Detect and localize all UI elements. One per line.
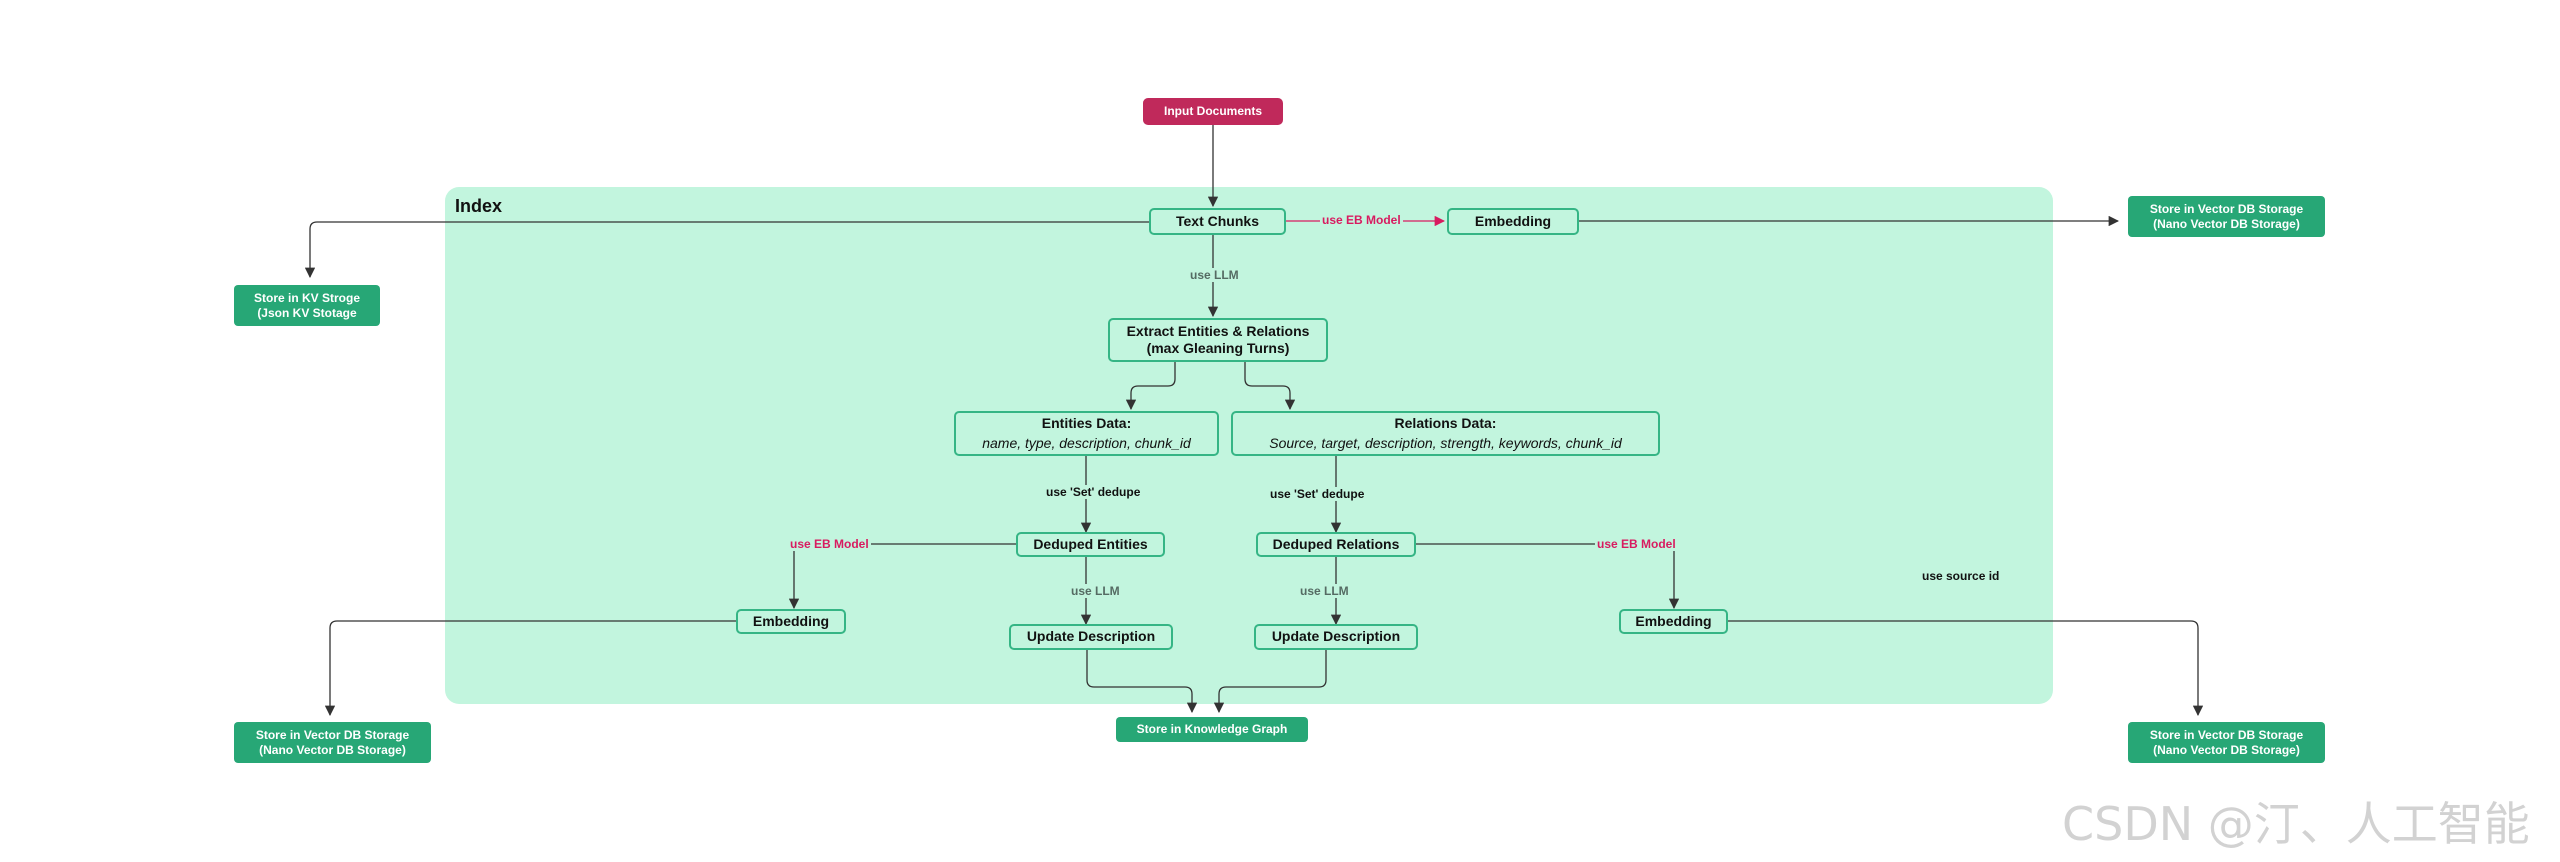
knowledge-graph-node: Store in Knowledge Graph [1116, 717, 1308, 742]
edge-chunks-to-kv [304, 221, 1150, 279]
deduped-relations-node: Deduped Relations [1256, 532, 1416, 557]
edge-deduped-relations-to-embedding [1416, 543, 1680, 610]
edge-update-left-to-kg [1086, 650, 1198, 714]
update-description-right-node: Update Description [1254, 624, 1418, 650]
edge-label-eb-model-right: use EB Model [1595, 537, 1678, 551]
entities-data-node: Entities Data: name, type, description, … [954, 411, 1219, 456]
deduped-relations-label: Deduped Relations [1272, 535, 1400, 552]
entities-data-fields: name, type, description, chunk_id [982, 435, 1191, 451]
edge-label-llm-extract: use LLM [1188, 268, 1241, 282]
relations-data-fields: Source, target, description, strength, k… [1269, 435, 1622, 451]
text-chunks-label: Text Chunks [1176, 212, 1259, 229]
kv-storage-line1: Store in KV Stroge [253, 290, 360, 305]
vector-storage-right-line1: Store in Vector DB Storage [2149, 727, 2304, 742]
edge-extract-to-relations [1244, 362, 1296, 411]
text-chunks-node: Text Chunks [1149, 208, 1286, 235]
embedding-right-label: Embedding [1635, 612, 1712, 629]
vector-storage-left-line1: Store in Vector DB Storage [255, 727, 410, 742]
extract-line2: (max Gleaning Turns) [1146, 340, 1290, 356]
edge-label-set-dedupe-entities: use 'Set' dedupe [1044, 485, 1143, 499]
edge-embedding-left-to-vector [324, 620, 736, 717]
input-documents-label: Input Documents [1164, 104, 1262, 118]
vector-storage-top-line1: Store in Vector DB Storage [2149, 201, 2304, 216]
update-description-left-label: Update Description [1026, 628, 1156, 645]
relations-data-node: Relations Data: Source, target, descript… [1231, 411, 1660, 456]
update-description-left-node: Update Description [1009, 624, 1173, 650]
index-title: Index [455, 196, 503, 216]
embedding-right-node: Embedding [1619, 609, 1728, 634]
csdn-watermark: CSDN @汀、人工智能 [2062, 797, 2530, 851]
edge-label-llm-update-right: use LLM [1298, 584, 1351, 598]
embedding-left-node: Embedding [736, 609, 846, 634]
vector-storage-left-node: Store in Vector DB Storage (Nano Vector … [234, 722, 431, 763]
embedding-top-label: Embedding [1474, 212, 1552, 229]
edge-label-set-dedupe-relations: use 'Set' dedupe [1268, 487, 1367, 501]
entities-data-title: Entities Data: [1041, 414, 1132, 431]
embedding-left-label: Embedding [752, 612, 830, 629]
edge-label-source-id: use source id [1920, 569, 2002, 583]
deduped-entities-node: Deduped Entities [1016, 532, 1165, 557]
vector-storage-right-line2: (Nano Vector DB Storage) [2153, 742, 2300, 757]
kv-storage-line2: (Json KV Stotage [257, 305, 357, 320]
embedding-top-node: Embedding [1447, 208, 1579, 235]
edge-extract-to-entities [1125, 362, 1176, 411]
edge-label-llm-update-left: use LLM [1069, 584, 1122, 598]
deduped-entities-label: Deduped Entities [1033, 535, 1148, 552]
relations-data-title: Relations Data: [1394, 414, 1497, 431]
edge-label-eb-model-top: use EB Model [1320, 213, 1403, 227]
knowledge-graph-label: Store in Knowledge Graph [1136, 722, 1288, 736]
vector-storage-right-node: Store in Vector DB Storage (Nano Vector … [2128, 722, 2325, 763]
vector-storage-top-node: Store in Vector DB Storage (Nano Vector … [2128, 196, 2325, 237]
vector-storage-left-line2: (Nano Vector DB Storage) [259, 742, 406, 757]
kv-storage-node: Store in KV Stroge (Json KV Stotage [234, 285, 380, 326]
update-description-right-label: Update Description [1271, 628, 1401, 645]
edge-label-eb-model-left: use EB Model [788, 537, 871, 551]
extract-line1: Extract Entities & Relations [1126, 322, 1310, 339]
extract-node: Extract Entities & Relations (max Gleani… [1108, 318, 1328, 362]
edge-deduped-entities-to-embedding [788, 543, 1016, 610]
vector-storage-top-line2: (Nano Vector DB Storage) [2153, 216, 2300, 231]
edge-embedding-right-to-vector [1728, 620, 2204, 717]
edge-update-right-to-kg [1213, 650, 1327, 714]
input-documents-node: Input Documents [1143, 98, 1283, 125]
